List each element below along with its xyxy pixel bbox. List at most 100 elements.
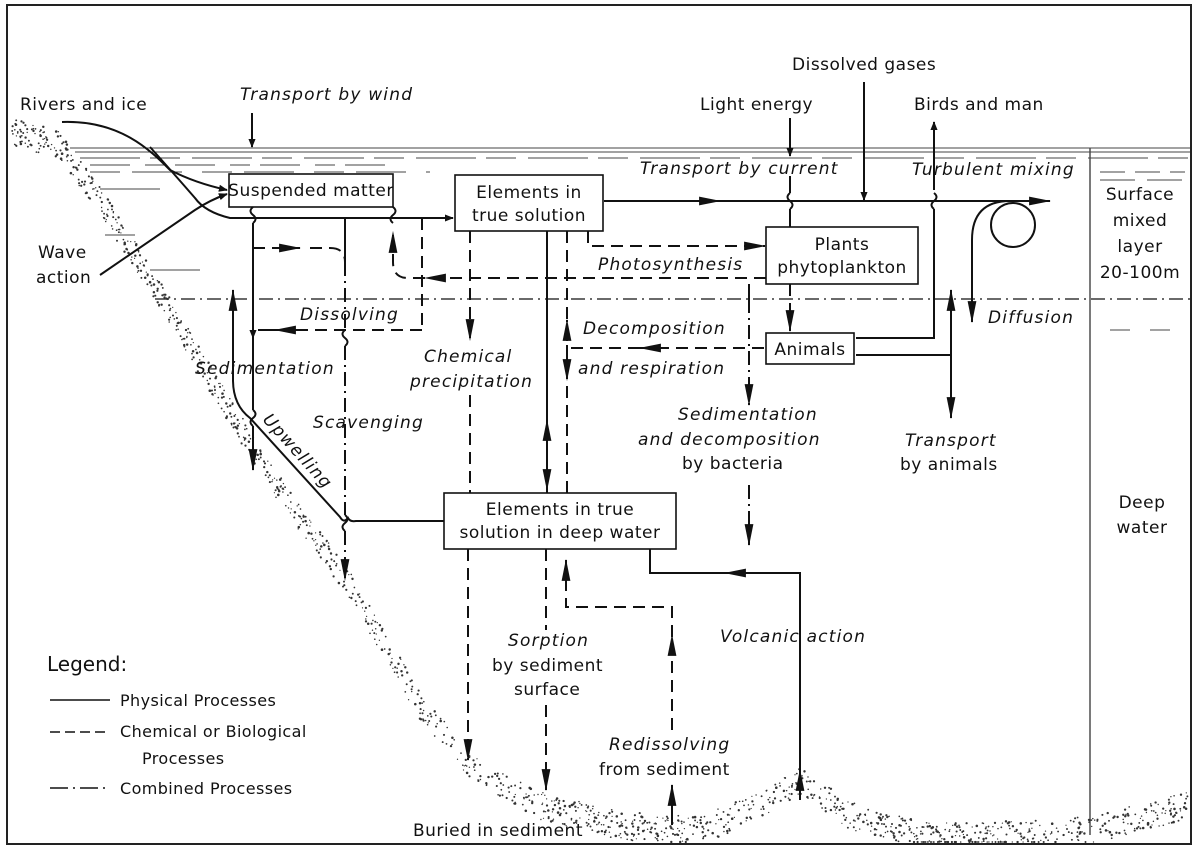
sediment-dot (368, 604, 371, 607)
sediment-dot (289, 512, 292, 514)
sediment-dot (971, 826, 973, 828)
sediment-dot (202, 369, 205, 371)
sediment-dot (717, 808, 719, 810)
sediment-dot (1028, 830, 1031, 833)
sediment-dot (775, 786, 778, 789)
label-and-respiration: and respiration (578, 359, 725, 379)
sediment-dot (864, 814, 867, 817)
sediment-dot (592, 805, 594, 808)
sediment-dot (472, 766, 475, 768)
sediment-dot (135, 242, 138, 246)
sediment-dot (319, 556, 322, 559)
sediment-dot (1020, 839, 1023, 841)
sediment-dot (214, 376, 217, 380)
sediment-dot (1001, 822, 1004, 824)
sediment-dot (15, 135, 18, 137)
sediment-dot (1135, 827, 1139, 830)
sediment-dot (1125, 813, 1127, 816)
sediment-dot (879, 818, 883, 822)
sediment-dot (1133, 829, 1136, 832)
sediment-dot (439, 719, 442, 723)
sediment-dot (62, 141, 65, 144)
sediment-dot (139, 269, 143, 272)
sediment-dot (133, 257, 136, 260)
legend-label-chemical: Chemical or Biological (120, 722, 307, 741)
sediment-dot (649, 828, 652, 831)
arrow-diffusion-down (967, 200, 1011, 324)
sediment-dot (277, 489, 281, 493)
sediment-dot (587, 805, 590, 808)
label-transport-by-wind: Transport by wind (240, 85, 413, 105)
sediment-dot (836, 798, 839, 802)
sediment-dot (866, 823, 869, 826)
sediment-dot (930, 826, 933, 830)
sediment-dot (726, 813, 730, 816)
sediment-dot (930, 841, 932, 843)
sediment-dot (1144, 808, 1148, 811)
sediment-dot (898, 824, 901, 827)
sediment-dot (747, 804, 750, 806)
sediment-dot (670, 840, 673, 844)
sediment-dot (451, 743, 453, 746)
sediment-dot (271, 480, 273, 483)
sediment-dot (1008, 824, 1011, 827)
sediment-dot (898, 830, 901, 834)
arrow-photosynthesis (587, 231, 767, 251)
sediment-dot (168, 309, 171, 312)
sediment-dot (585, 804, 588, 806)
sediment-dot (630, 832, 634, 836)
sediment-dot (19, 142, 23, 146)
sediment-dot (908, 825, 910, 828)
sediment-dot (665, 827, 668, 830)
sediment-dot (750, 807, 752, 810)
sediment-dot (247, 440, 251, 444)
sediment-dot (760, 795, 763, 798)
sediment-dot (378, 639, 381, 641)
sediment-dot (491, 775, 494, 778)
sediment-dot (577, 806, 579, 809)
sediment-dot (633, 819, 636, 821)
sediment-dot (238, 435, 240, 438)
sediment-dot (435, 725, 438, 728)
sediment-dot (722, 825, 726, 829)
label-redissolving-1: Redissolving (609, 735, 730, 755)
sediment-dot (774, 783, 777, 786)
sediment-dot (986, 829, 989, 832)
sediment-dot (424, 719, 427, 722)
sediment-dot (1081, 831, 1083, 833)
sediment-dot (188, 331, 191, 333)
sediment-dot (900, 818, 903, 820)
sediment-dot (665, 815, 668, 818)
label-sorption-1: Sorption (508, 631, 589, 651)
sediment-dot (809, 780, 812, 783)
sediment-dot (818, 796, 821, 800)
sediment-dot (106, 214, 109, 218)
sediment-dot (1145, 811, 1148, 814)
sediment-dot (982, 840, 985, 843)
sediment-dot (1033, 840, 1036, 844)
sediment-dot (801, 775, 803, 777)
sediment-dot (1172, 815, 1175, 818)
sediment-dot (1074, 817, 1077, 820)
sediment-dot (945, 840, 949, 844)
sediment-dot (157, 280, 161, 284)
sediment-dot (180, 321, 182, 323)
sediment-dot (125, 247, 128, 251)
sediment-dot (320, 545, 323, 548)
sediment-dot (502, 773, 504, 775)
sediment-dot (811, 797, 814, 800)
sediment-dot (72, 165, 75, 169)
sediment-dot (921, 841, 923, 843)
sediment-dot (393, 671, 396, 674)
sediment-dot (521, 803, 524, 806)
sediment-dot (913, 836, 916, 838)
sediment-dot (353, 586, 356, 589)
sediment-dot (60, 159, 63, 162)
sediment-dot (945, 822, 948, 824)
sediment-dot (1154, 811, 1157, 814)
sediment-dot (834, 802, 836, 805)
sediment-dot (897, 840, 900, 843)
sediment-dot (1092, 841, 1095, 843)
sediment-dot (1042, 840, 1045, 844)
sediment-dot (1070, 832, 1073, 835)
